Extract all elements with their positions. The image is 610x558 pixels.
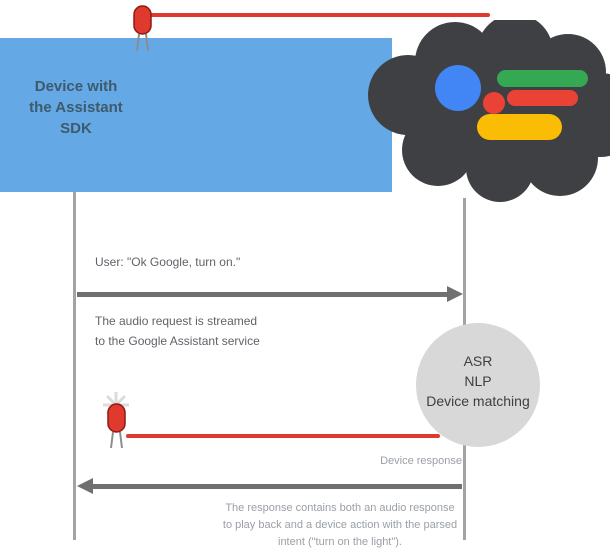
google-logo-red-bar <box>507 90 578 106</box>
led-icon <box>133 5 152 52</box>
processing-step: Device matching <box>426 393 530 409</box>
device-label-line: the Assistant <box>29 99 123 116</box>
google-logo-red-dot <box>483 92 505 114</box>
request-description-label: The audio request is streamed to the Goo… <box>95 311 260 351</box>
google-logo-blue-dot <box>435 65 481 111</box>
led-signal-line-bottom <box>126 434 440 438</box>
request-description-line: to the Google Assistant service <box>95 334 260 348</box>
assistant-processing-circle: ASR NLP Device matching <box>416 323 540 447</box>
google-assistant-cloud-icon <box>368 20 610 202</box>
footnote-line: intent ("turn on the light"). <box>278 536 402 548</box>
google-logo-yellow-bar <box>477 114 562 140</box>
led-on-icon <box>103 392 129 449</box>
request-arrow-head <box>447 286 463 302</box>
user-query-label: User: "Ok Google, turn on." <box>95 255 241 269</box>
device-label-line: Device with <box>34 78 118 95</box>
google-logo <box>435 65 588 140</box>
device-box-label: Device with the Assistant SDK <box>8 76 144 139</box>
lifeline-device <box>73 192 76 540</box>
footnote-line: The response contains both an audio resp… <box>225 502 455 514</box>
processing-step: NLP <box>464 373 492 389</box>
led-body <box>107 403 126 433</box>
processing-step: ASR <box>463 353 493 369</box>
led-legs <box>136 33 149 52</box>
response-arrow-head <box>77 478 93 494</box>
led-signal-line-top <box>140 13 490 17</box>
led-body <box>133 5 152 35</box>
device-response-label: Device response <box>380 455 462 467</box>
response-arrow <box>93 484 462 489</box>
request-arrow <box>77 292 447 297</box>
footnote-line: to play back and a device action with th… <box>222 519 458 531</box>
google-logo-green-bar <box>497 70 588 87</box>
device-box: Device with the Assistant SDK <box>0 38 392 192</box>
device-label-line: SDK <box>60 120 92 137</box>
request-description-line: The audio request is streamed <box>95 314 258 328</box>
diagram-footnote: The response contains both an audio resp… <box>160 500 520 551</box>
led-legs <box>110 431 123 449</box>
